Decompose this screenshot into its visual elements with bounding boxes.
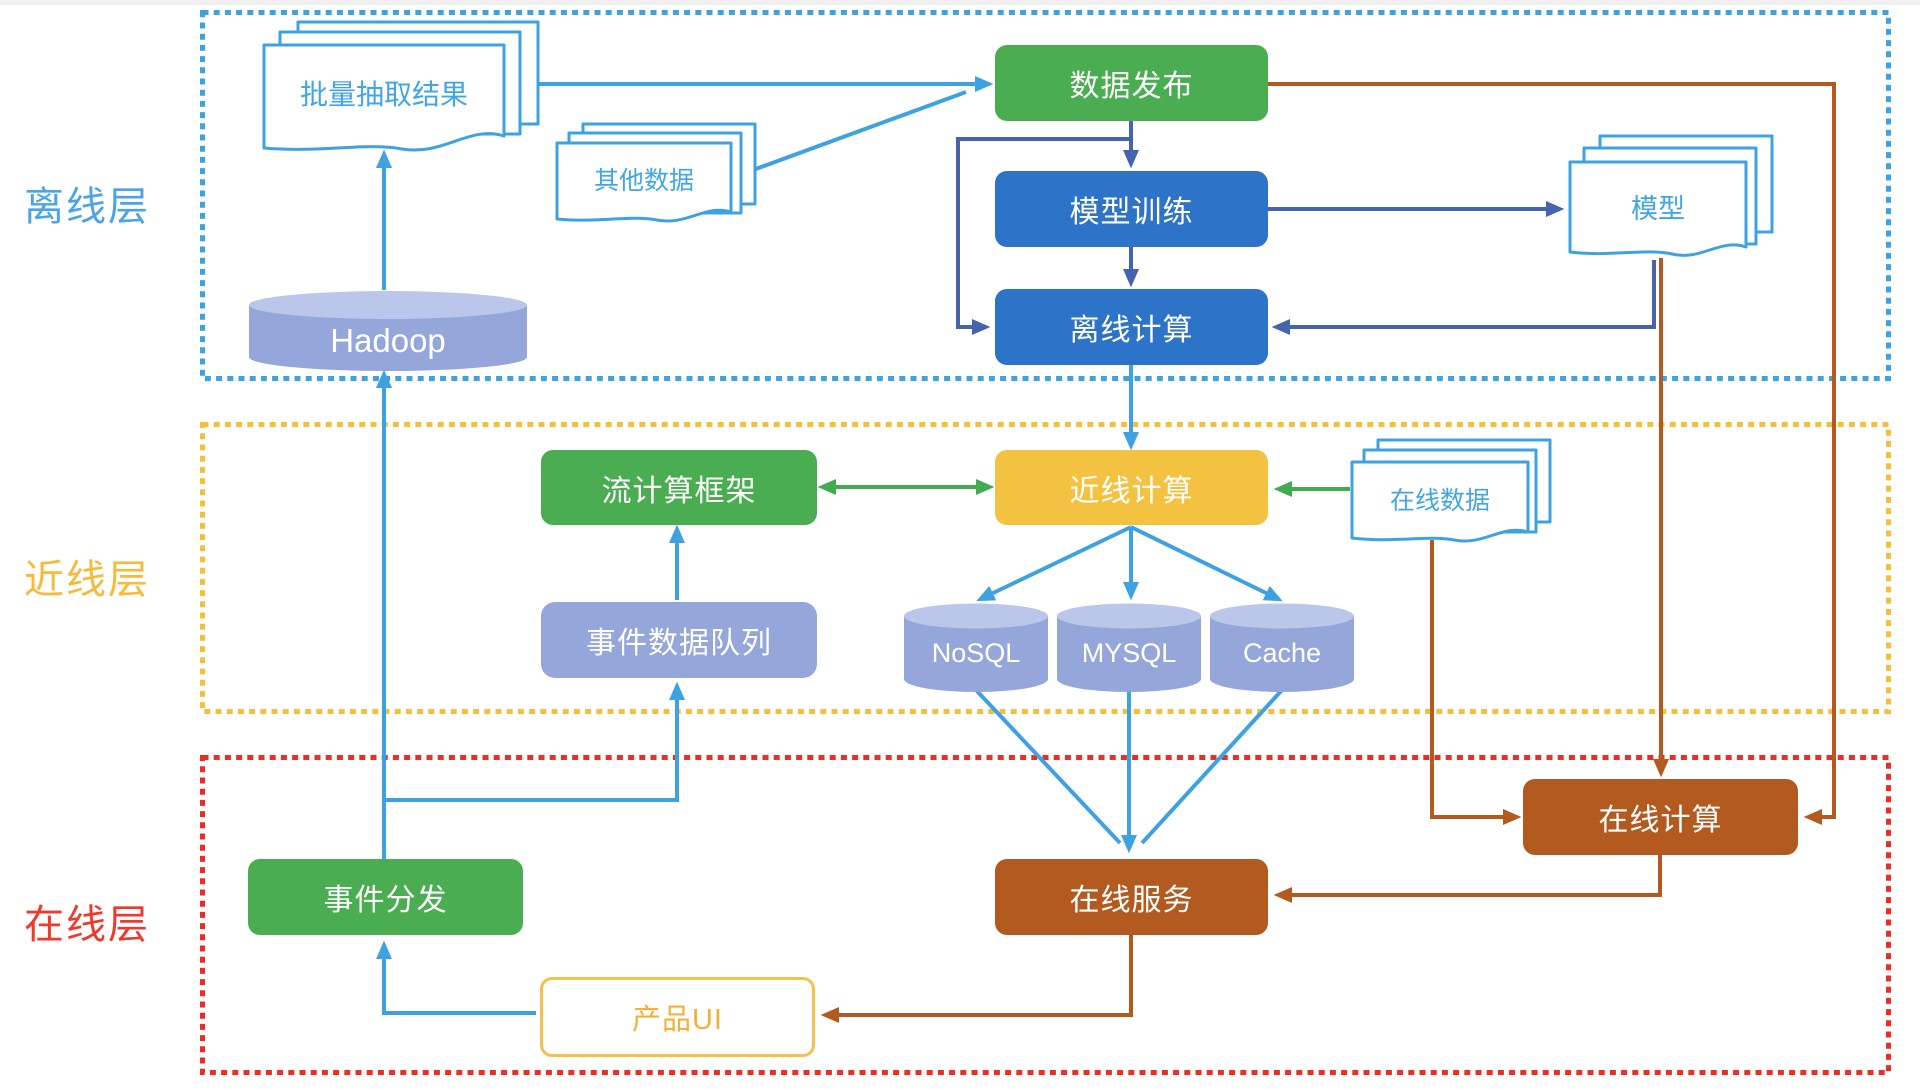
batch-result-label: 批量抽取结果: [299, 79, 468, 110]
node-offline-compute: 离线计算: [995, 289, 1268, 365]
node-nearline-compute: 近线计算: [995, 450, 1268, 525]
node-hadoop: Hadoop: [248, 290, 528, 374]
online-data-label: 在线数据: [1389, 487, 1490, 515]
edge-online-service-to-product-ui: [820, 935, 1133, 1023]
node-online-data: 在线数据: [1350, 438, 1554, 552]
nosql-label: NoSQL: [931, 637, 1021, 668]
edge-nearline-compute-to-nosql: [976, 525, 1132, 602]
node-product-ui: 产品UI: [540, 977, 815, 1057]
nearline-layer-label: 近线层: [24, 558, 150, 602]
edge-cache-to-online-service: [1140, 688, 1284, 845]
node-nosql: NoSQL: [903, 603, 1049, 695]
edge-data-publish-to-offline-compute: [956, 137, 1131, 335]
edge-event-dispatch-to-event-queue: [384, 681, 685, 802]
node-model-training: 模型训练: [995, 171, 1268, 247]
top-edge-strip: [0, 0, 1920, 5]
node-data-publish: 数据发布: [995, 45, 1268, 121]
node-model: 模型: [1568, 134, 1776, 266]
hadoop-label: Hadoop: [330, 322, 446, 359]
node-other-data: 其他数据: [555, 122, 759, 232]
node-batch-result: 批量抽取结果: [262, 20, 542, 160]
edge-data-publish-to-online-compute: [1268, 82, 1836, 825]
node-event-queue: 事件数据队列: [541, 602, 817, 678]
edge-other-data-to-data-publish: [752, 90, 967, 172]
edge-nosql-to-online-service: [974, 688, 1122, 845]
node-event-dispatch: 事件分发: [248, 859, 523, 935]
offline-layer-border: [200, 10, 1891, 381]
offline-layer-label: 离线层: [24, 185, 150, 229]
online-layer-label: 在线层: [24, 903, 150, 947]
mysql-label: MYSQL: [1081, 637, 1177, 668]
nearline-layer-border: [200, 422, 1891, 714]
edge-online-compute-to-online-service: [1273, 855, 1662, 903]
cache-label: Cache: [1242, 637, 1322, 668]
edge-model-to-offline-compute: [1271, 260, 1656, 335]
node-stream-framework: 流计算框架: [541, 450, 817, 525]
edge-nearline-compute-to-cache: [1130, 525, 1283, 602]
other-data-label: 其他数据: [593, 167, 694, 195]
model-label: 模型: [1631, 193, 1685, 224]
node-online-compute: 在线计算: [1523, 779, 1798, 855]
online-layer-border: [200, 755, 1891, 1075]
node-mysql: MYSQL: [1056, 603, 1202, 695]
edge-online-data-to-online-compute: [1430, 540, 1522, 825]
node-online-service: 在线服务: [995, 859, 1268, 935]
edge-product-ui-to-event-dispatch: [376, 940, 536, 1015]
node-cache: Cache: [1209, 603, 1355, 695]
